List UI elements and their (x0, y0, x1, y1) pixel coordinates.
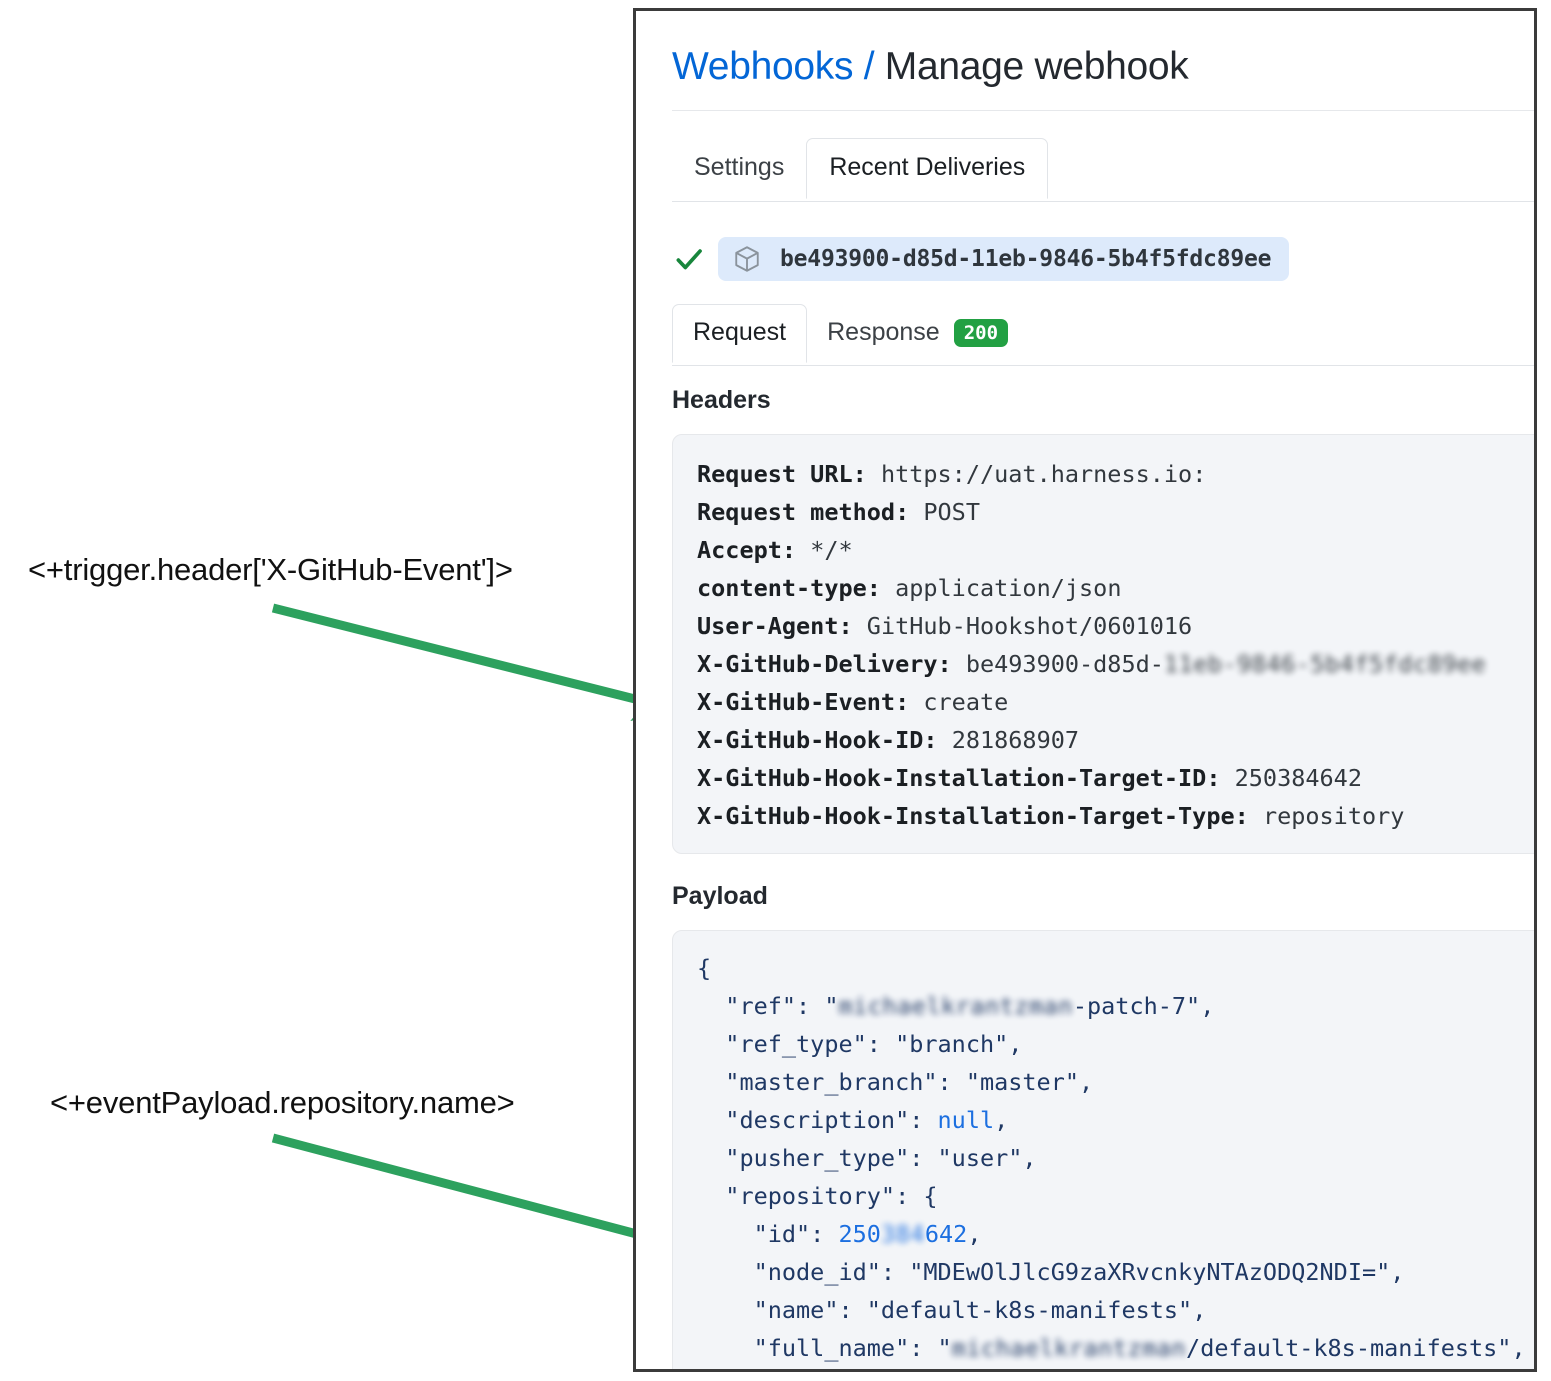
header-value-content-type: application/json (895, 573, 1122, 602)
breadcrumb-webhooks-link[interactable]: Webhooks (672, 45, 854, 88)
breadcrumb-separator: / (853, 45, 885, 88)
header-key-x-github-delivery: X-GitHub-Delivery: (697, 649, 952, 678)
payload-repo-id-value: 250 (838, 1219, 881, 1248)
tab-recent-deliveries[interactable]: Recent Deliveries (806, 137, 1049, 199)
header-value-request-method: POST (923, 497, 980, 526)
webhook-tabs: Settings Recent Deliveries (672, 137, 1534, 202)
header-key-x-github-hook-id: X-GitHub-Hook-ID: (697, 725, 938, 754)
header-value-x-github-delivery-redacted: 11eb-9846-5b4f5fdc89ee (1163, 649, 1487, 678)
payload-line-repository: "repository": { (725, 1181, 938, 1210)
header-key-user-agent: User-Agent: (697, 611, 853, 640)
payload-line-full-name: "full_name": "michaelkrantzman/default-k… (754, 1334, 1526, 1362)
check-icon (676, 249, 702, 270)
headers-heading: Headers (672, 385, 771, 414)
breadcrumb-current: Manage webhook (884, 45, 1189, 88)
payload-line-name: "name": "default-k8s-manifests", (753, 1295, 1207, 1324)
header-key-request-url: Request URL: (697, 459, 867, 488)
page-title: Webhooks / Manage webhook (672, 45, 1534, 90)
payload-line-open-brace: { (697, 953, 712, 982)
tabs-underline (672, 200, 1534, 202)
header-key-accept: Accept: (697, 535, 797, 564)
header-value-x-github-hook-installation-target-id: 250384642 (1234, 763, 1362, 792)
payload-line-master-branch: "master_branch": "master", (725, 1067, 1094, 1096)
payload-full-name-redacted: michaelkrantzman (951, 1333, 1187, 1362)
annotation-label-event-payload-repo-name: <+eventPayload.repository.name> (50, 1085, 515, 1120)
payload-repo-id-value-tail: 642 (924, 1219, 968, 1248)
annotation-arrow-to-x-github-event (271, 603, 680, 721)
tab-request-label: Request (693, 318, 787, 347)
payload-line-description: "description": null, (725, 1105, 1009, 1134)
delivery-id-text: be493900-d85d-11eb-9846-5b4f5fdc89ee (780, 245, 1272, 272)
cube-icon (735, 246, 759, 272)
delivery-id-chip[interactable]: be493900-d85d-11eb-9846-5b4f5fdc89ee (718, 236, 1290, 281)
header-key-request-method: Request method: (697, 497, 910, 526)
payload-ref-redacted: michaelkrantzman (838, 991, 1073, 1020)
header-key-x-github-hook-installation-target-id: X-GitHub-Hook-Installation-Target-ID: (697, 763, 1221, 792)
payload-line-ref: "ref": "michaelkrantzman-patch-7", (725, 992, 1214, 1020)
request-response-tabs: Request Response 200 (672, 304, 1534, 366)
request-response-underline (672, 364, 1534, 366)
payload-code-box: { "ref": "michaelkrantzman-patch-7", "re… (672, 929, 1534, 1369)
annotation-label-trigger-header: <+trigger.header['X-GitHub-Event']> (28, 552, 513, 587)
tab-response-label: Response (827, 318, 940, 347)
delivery-row[interactable]: be493900-d85d-11eb-9846-5b4f5fdc89ee (672, 232, 1534, 286)
header-value-request-url: https://uat.harness.io: (880, 459, 1207, 488)
header-value-x-github-event: create (923, 687, 1009, 716)
tab-response[interactable]: Response 200 (807, 304, 1028, 364)
status-badge: 200 (953, 318, 1009, 347)
webhook-screenshot-panel: Webhooks / Manage webhook Settings Recent… (633, 8, 1537, 1372)
payload-line-node-id: "node_id": "MDEwOlJlcG9zaXRvcnkyNTAzODQ2… (753, 1257, 1405, 1286)
payload-heading: Payload (672, 881, 768, 910)
header-value-x-github-delivery: be493900-d85d- (965, 649, 1164, 678)
tab-request[interactable]: Request (672, 304, 808, 364)
payload-description-value: null (937, 1105, 995, 1134)
header-value-x-github-hook-id: 281868907 (951, 725, 1080, 754)
payload-line-repo-id: "id": 250384642, (754, 1220, 982, 1248)
payload-line-pusher-type: "pusher_type": "user", (725, 1143, 1037, 1172)
header-key-x-github-hook-installation-target-type: X-GitHub-Hook-Installation-Target-Type: (697, 801, 1249, 830)
tab-settings[interactable]: Settings (694, 152, 785, 181)
headers-code-box: Request URL: https://uat.harness.io: Req… (672, 433, 1534, 854)
header-value-accept: */* (810, 535, 853, 564)
header-key-x-github-event: X-GitHub-Event: (697, 687, 910, 716)
title-divider (672, 109, 1534, 111)
header-value-user-agent: GitHub-Hookshot/0601016 (866, 611, 1193, 640)
payload-line-ref-type: "ref_type": "branch", (725, 1029, 1023, 1058)
webhook-page: Webhooks / Manage webhook Settings Recent… (636, 11, 1534, 1369)
payload-repo-id-redacted: 384 (880, 1219, 925, 1248)
header-value-x-github-hook-installation-target-type: repository (1262, 801, 1405, 830)
header-key-content-type: content-type: (697, 573, 881, 602)
